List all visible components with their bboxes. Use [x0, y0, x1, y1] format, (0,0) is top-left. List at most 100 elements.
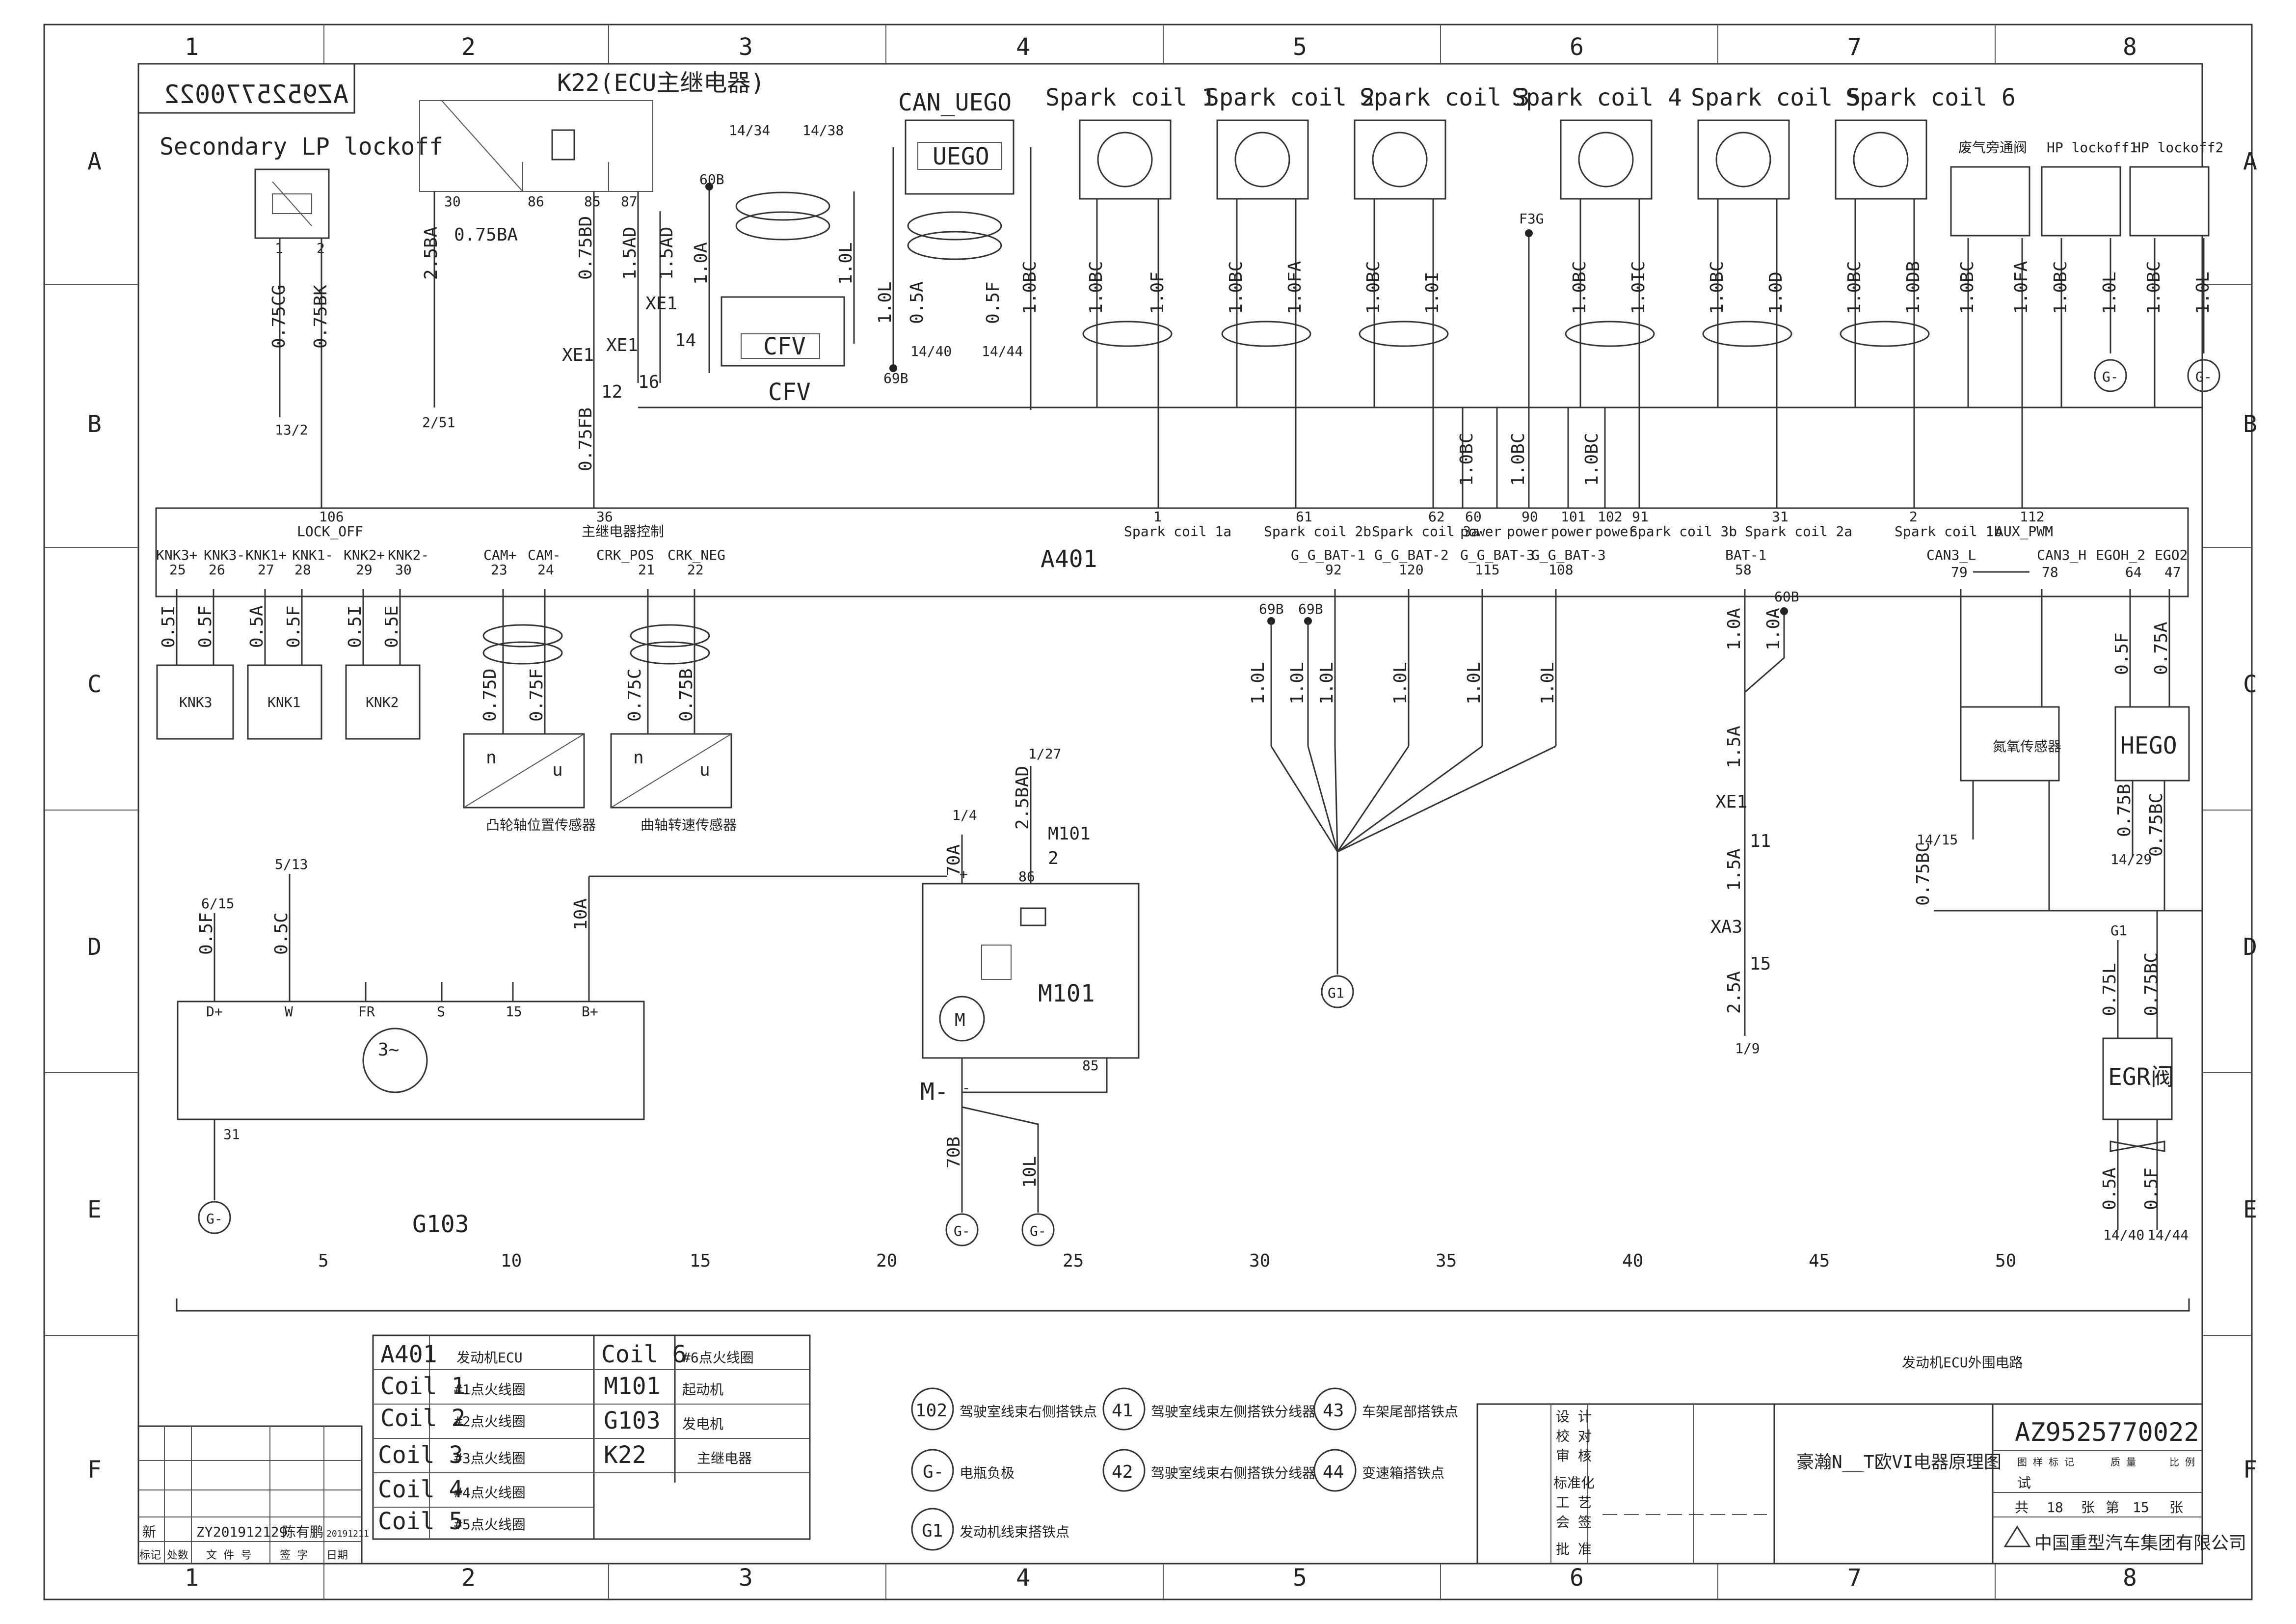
wire-power-3: 1.0BC: [1582, 433, 1602, 486]
wire-hego-2: 0.75A: [2151, 622, 2171, 675]
xe1-11-label: XE1: [1715, 792, 1747, 812]
g1-ground: [1321, 975, 1354, 1008]
pin-60-num: 60: [1465, 509, 1482, 525]
rev-h4: 签 字: [280, 1549, 308, 1562]
svg-text:G-: G-: [206, 1211, 223, 1227]
bottom-pin-6-label: KNK2-: [388, 547, 429, 563]
bottom-pin-7-num: 23: [491, 562, 507, 578]
row-B-label-right: B: [2243, 410, 2257, 438]
title-block: 发动机ECU外围电路 设 计 校 对 审 核 标准化 工 艺 会 签 批 准 豪…: [1476, 1354, 2246, 1565]
wire-coil-5-bc: 1.0BC: [1707, 261, 1727, 314]
wire-cfv-10a: 1.0A: [691, 242, 711, 285]
wire-egr-3: 0.5A: [2100, 1167, 2120, 1210]
knk3-box: [156, 664, 234, 740]
col-2-label-bottom: 2: [461, 1564, 476, 1592]
ref-egr-14-44: 14/44: [2147, 1227, 2189, 1243]
wire-uego-05f: 0.5F: [983, 281, 1003, 324]
pin-62-label: Spark coil 3a: [1372, 523, 1479, 540]
g-minus-hp2: [2187, 359, 2220, 392]
wire-m101-4: 10L: [1020, 1156, 1040, 1188]
drawing-name: 豪瀚N__T欧VI电器原理图: [1796, 1452, 2002, 1472]
pin-60-label: power: [1460, 523, 1501, 540]
bottom-pin-18-label: EGOH_2: [2096, 547, 2145, 564]
ruler-35: 35: [1436, 1251, 1457, 1271]
bottom-pin-19-num: 47: [2164, 564, 2181, 580]
col-6-label: 6: [1570, 33, 1584, 61]
xe1-14-num: 14: [675, 330, 696, 351]
legend-coil5-desc: #5点火线圈: [454, 1516, 526, 1533]
grid-ticks: [44, 25, 2252, 1599]
g103-term-4: S: [437, 1003, 445, 1020]
trial-label: 试: [2017, 1475, 2031, 1491]
g103-term-1: D+: [206, 1003, 223, 1020]
bottom-pin-4-label: KNK1-: [292, 547, 333, 563]
wire-k22-075ba: 0.75BA: [454, 225, 518, 245]
ruler-30: 30: [1249, 1251, 1270, 1271]
bottom-pin-5-num: 29: [356, 562, 373, 578]
ref-14-38: 14/38: [802, 122, 844, 138]
bottom-pin-7-label: CAM+: [483, 547, 516, 563]
wire-knk-3: 0.5A: [247, 605, 267, 648]
pin-112-label: AUX_PWM: [1995, 523, 2053, 540]
wire-gnd-6: 1.0L: [1538, 662, 1558, 704]
pin-91-label: Spark coil 3b: [1629, 523, 1737, 540]
outer-frame: [43, 24, 2253, 1600]
pin-91-num: 91: [1632, 509, 1649, 525]
svg-text:85: 85: [584, 193, 601, 210]
point-44-code: 44: [1323, 1462, 1344, 1482]
wire-gnd-1: 1.0L: [1248, 662, 1268, 704]
bottom-pin-3-label: KNK1+: [245, 547, 287, 563]
wire-knk-4: 0.5F: [284, 605, 304, 648]
total-count: 18: [2047, 1499, 2063, 1516]
ref-egr-14-40: 14/40: [2103, 1227, 2144, 1243]
wire-coil-1-sig: 1.0F: [1148, 271, 1168, 314]
ruler-40: 40: [1622, 1251, 1643, 1271]
hp-lockoff2-label: HP lockoff2: [2133, 139, 2223, 156]
bottom-pin-11-label: G_G_BAT-1: [1291, 547, 1365, 564]
bottom-pin-8-num: 24: [537, 562, 554, 578]
legend-k22-desc: 主继电器: [697, 1450, 752, 1466]
wire-egr-2: 0.75BC: [2141, 952, 2162, 1016]
wire-power-2: 1.0BC: [1508, 433, 1528, 486]
bottom-pin-9-num: 21: [638, 562, 655, 578]
sheet-number: 15: [2133, 1499, 2149, 1516]
wire-coil-6-bc: 1.0BC: [1844, 261, 1865, 314]
legend-coil3-code: Coil 3: [378, 1441, 463, 1469]
bottom-pin-2-num: 26: [209, 562, 225, 578]
nox-sensor-label: 氮氧传感器: [1993, 738, 2061, 755]
legend-coil6-code: Coil 6: [601, 1341, 686, 1368]
egr-label: EGR阀: [2108, 1063, 2174, 1091]
battery-line: 60B 1.0A 1.0A 1.5A XE1 11 1.5A XA3 15 2.…: [1710, 589, 1799, 1056]
pin-101-num: 101: [1561, 509, 1586, 525]
wire-m101-1: 70A: [944, 844, 964, 876]
row-D-label: D: [87, 933, 102, 961]
svg-text:n: n: [486, 748, 497, 768]
sign-row-6: 会 签: [1556, 1514, 1592, 1530]
point-42-code: 42: [1112, 1462, 1133, 1482]
sign-row-1: 设 计: [1556, 1408, 1592, 1425]
ruler-15: 15: [690, 1251, 711, 1271]
ref-13-2: 13/2: [275, 422, 308, 438]
wire-valve-fa: 1.0FA: [2011, 261, 2031, 314]
ruler-5: 5: [318, 1251, 329, 1271]
bottom-pin-17-num: 78: [2042, 564, 2058, 580]
ruler-50: 50: [1995, 1251, 2016, 1271]
legend-k22-code: K22: [604, 1441, 646, 1469]
wire-nox-bc: 0.75BC: [1913, 842, 1933, 906]
ref-1-9: 1/9: [1735, 1040, 1760, 1056]
bottom-pin-15-num: 58: [1735, 562, 1752, 578]
bottom-pin-1-num: 25: [169, 562, 186, 578]
wire-coil-1-bc: 1.0BC: [1086, 261, 1106, 314]
col-7-label-bottom: 7: [1847, 1564, 1862, 1592]
ref-14-34: 14/34: [729, 122, 770, 138]
wire-bat-1: 1.0A: [1724, 608, 1744, 650]
row-E-label-right: E: [2243, 1196, 2257, 1223]
legend-coil1-desc: #1点火线圈: [454, 1381, 526, 1398]
wire-lp-right: 0.75BK: [311, 285, 331, 349]
wire-egr-4: 0.5F: [2141, 1167, 2162, 1210]
wire-g103-1: 0.5F: [196, 912, 216, 955]
wire-gnd-4: 1.0L: [1390, 662, 1411, 704]
ruler: 5 10 15 20 25 30 35 40 45 50: [176, 1251, 2190, 1312]
point-102-code: 102: [915, 1401, 947, 1421]
bottom-pin-15-label: BAT-1: [1725, 547, 1766, 563]
